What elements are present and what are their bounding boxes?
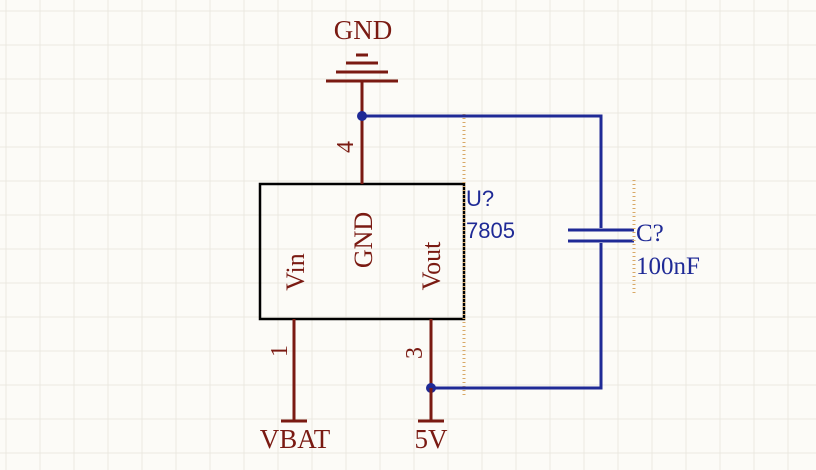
regulator-pin-4-number: 4	[333, 141, 359, 153]
wires	[357, 111, 603, 393]
regulator-7805[interactable]: 4 1 3 GND Vin Vout U? 7805	[258, 114, 515, 420]
regulator-pin-vin-name: Vin	[281, 253, 310, 290]
5v-net-wire[interactable]	[431, 285, 603, 390]
gnd-net-junction	[357, 111, 367, 121]
regulator-value: 7805	[466, 218, 515, 243]
capacitor-value: 100nF	[636, 253, 700, 280]
regulator-designator: U?	[466, 186, 494, 211]
vbat-port-label: VBAT	[260, 424, 331, 454]
regulator-pin-gnd-name: GND	[349, 212, 378, 268]
5v-port-label: 5V	[415, 424, 449, 454]
5v-power-port[interactable]: 5V	[415, 388, 449, 454]
regulator-pin-vout-name: Vout	[417, 241, 446, 290]
capacitor-c[interactable]: C? 100nF	[568, 180, 700, 295]
capacitor-designator: C?	[636, 220, 664, 247]
gnd-port-label: GND	[334, 15, 393, 45]
vbat-power-port[interactable]: VBAT	[260, 419, 331, 454]
regulator-pin-1-number: 1	[267, 345, 293, 357]
regulator-pin-3-number: 3	[402, 347, 428, 359]
gnd-net-wire[interactable]	[362, 114, 603, 187]
gnd-power-port[interactable]: GND	[326, 15, 398, 116]
